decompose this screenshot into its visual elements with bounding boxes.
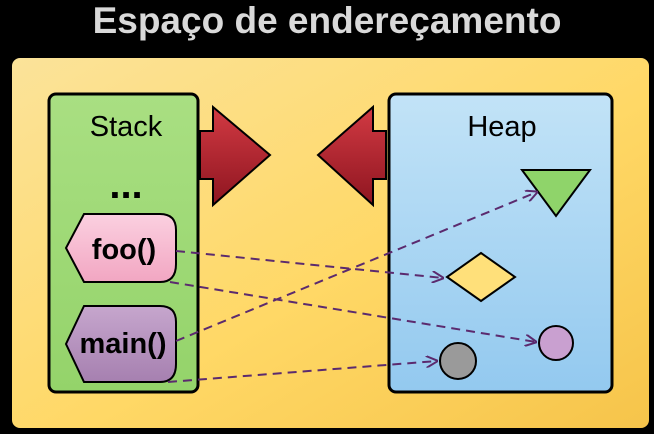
stack-growth-arrow bbox=[199, 104, 272, 208]
stack-frame-foo: foo() bbox=[64, 213, 177, 283]
heap-label: Heap bbox=[467, 111, 536, 143]
heap-object-diamond bbox=[445, 251, 517, 303]
pointer-main-to-triangle bbox=[175, 192, 537, 342]
pointer-foo-to-purple-circle bbox=[169, 281, 536, 342]
main-frame-shape bbox=[64, 305, 177, 383]
stack-ellipsis: ... bbox=[109, 163, 142, 207]
heap-object-purple-circle bbox=[538, 325, 574, 361]
heap-growth-arrow bbox=[316, 104, 387, 208]
pointer-lines bbox=[167, 192, 537, 383]
stack-label: Stack bbox=[90, 111, 163, 143]
heap-object-gray-circle bbox=[439, 342, 477, 380]
foo-frame-shape bbox=[64, 213, 177, 283]
heap-box bbox=[387, 92, 614, 394]
main-frame-label: main() bbox=[80, 328, 167, 360]
foo-frame-label: foo() bbox=[92, 234, 156, 266]
diagram-title: Espaço de endereçamento bbox=[93, 0, 562, 41]
heap-panel: Heap bbox=[387, 92, 614, 394]
stack-frame-main: main() bbox=[64, 305, 177, 383]
stack-panel: Stack ... foo() main() bbox=[47, 92, 200, 394]
